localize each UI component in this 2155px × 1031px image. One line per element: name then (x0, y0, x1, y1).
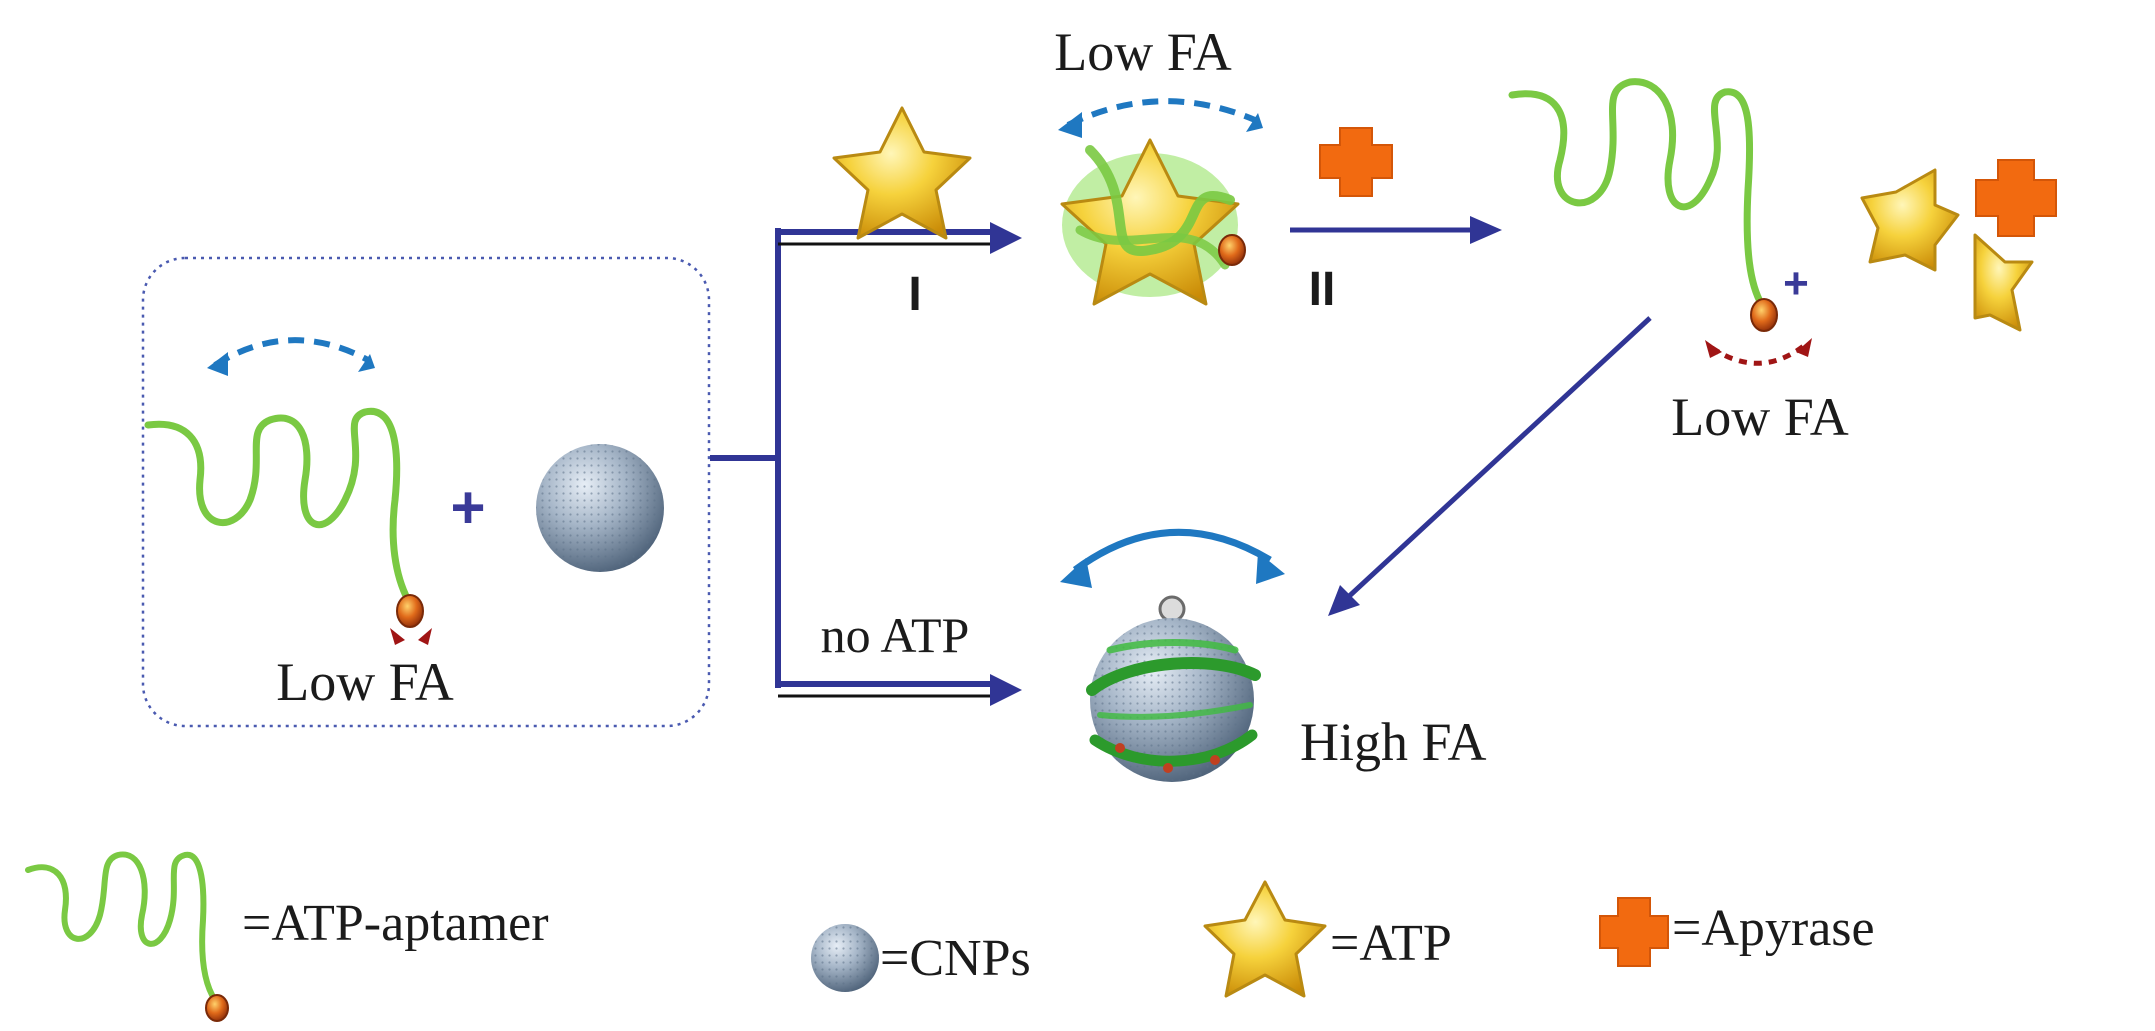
no-atp-label: no ATP (821, 607, 970, 663)
path-two-label: II (1309, 263, 1336, 316)
arrow-readsorb (1343, 316, 1652, 602)
svg-text:=Apyrase: =Apyrase (1672, 900, 1875, 957)
plus-sign-left: + (450, 474, 485, 541)
fluorophore-right (1750, 298, 1778, 332)
fluorophore-emission-left (390, 628, 432, 645)
initial-mixture-box (141, 256, 711, 728)
legend-atp: =ATP (1203, 880, 1452, 998)
branch-connector (710, 228, 990, 698)
aptamer-strand-left (144, 407, 412, 604)
arrowhead-path-one (990, 222, 1022, 254)
aptamer-atp-complex (1060, 138, 1246, 306)
apyrase-cross-right (1975, 159, 2057, 237)
arrowhead-path-two (1470, 216, 1502, 244)
svg-text:=CNPs: =CNPs (880, 930, 1031, 987)
legend-cnps: =CNPs (811, 924, 1031, 992)
high-fa-label: High FA (1300, 712, 1487, 772)
path-one-label: I (908, 268, 921, 321)
svg-text:=ATP: =ATP (1330, 915, 1452, 972)
low-rotation-arc-left (207, 337, 375, 376)
fluorophore-left (396, 594, 424, 628)
aptamer-strand-right (1508, 78, 1766, 309)
degraded-atp-fragments (1860, 168, 2034, 332)
plus-sign-right: + (1783, 259, 1809, 308)
low-rotation-arc-top (1058, 98, 1263, 138)
legend: =ATP-aptamer =CNPs =ATP =Apyrase (25, 851, 1875, 1022)
apyrase-cross-incoming (1319, 127, 1393, 197)
low-fa-label-top: Low FA (1054, 22, 1232, 82)
low-fa-label-left: Low FA (276, 652, 454, 712)
aptamer-cnp-complex (1086, 595, 1261, 782)
legend-apyrase: =Apyrase (1599, 897, 1875, 967)
high-rotation-arc (1060, 528, 1285, 588)
legend-aptamer: =ATP-aptamer (25, 851, 549, 1022)
arrowhead-no-atp (990, 674, 1022, 706)
low-fa-label-right: Low FA (1671, 387, 1849, 447)
cnp-sphere-left (536, 444, 664, 572)
arrowhead-readsorb (1328, 585, 1360, 616)
atp-star-incoming (832, 106, 972, 240)
fluorophore-emission-right (1705, 338, 1812, 366)
svg-text:=ATP-aptamer: =ATP-aptamer (242, 895, 549, 952)
